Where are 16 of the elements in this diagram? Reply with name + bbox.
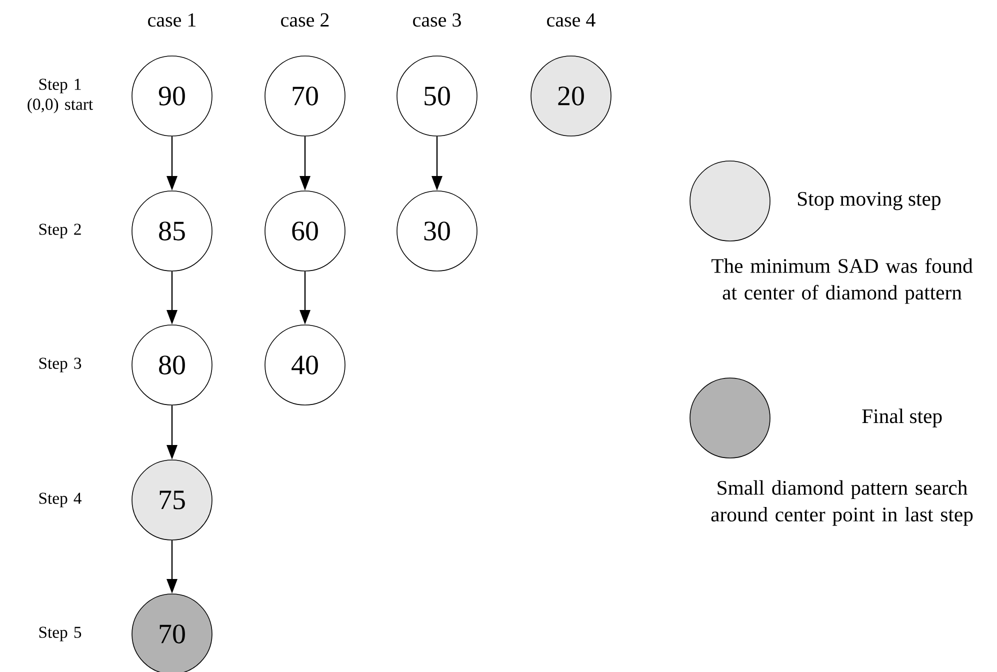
circle-node: 75 xyxy=(132,460,212,540)
legend-label: Final step xyxy=(862,408,942,428)
circle-node: 70 xyxy=(132,594,212,672)
circle-node: 50 xyxy=(396,56,478,136)
legend-label: Stop moving step xyxy=(798,192,940,210)
circle-node: 80 xyxy=(132,324,212,406)
circle-node: 30 xyxy=(396,190,478,272)
circle-node: 20 xyxy=(530,56,612,136)
circle-node: 40 xyxy=(264,324,346,406)
legend-note: The minimum SAD was found at center of diamond pattern xyxy=(712,258,973,304)
legend-note: Small diamond pattern search around center point in last step xyxy=(711,480,973,526)
circle-node: 90 xyxy=(132,56,212,136)
circle-node: 85 xyxy=(132,190,212,272)
circle-node: 60 xyxy=(264,190,346,272)
row-label: Step 1 (0,0) start xyxy=(28,78,93,114)
circle-node: 70 xyxy=(264,56,346,136)
